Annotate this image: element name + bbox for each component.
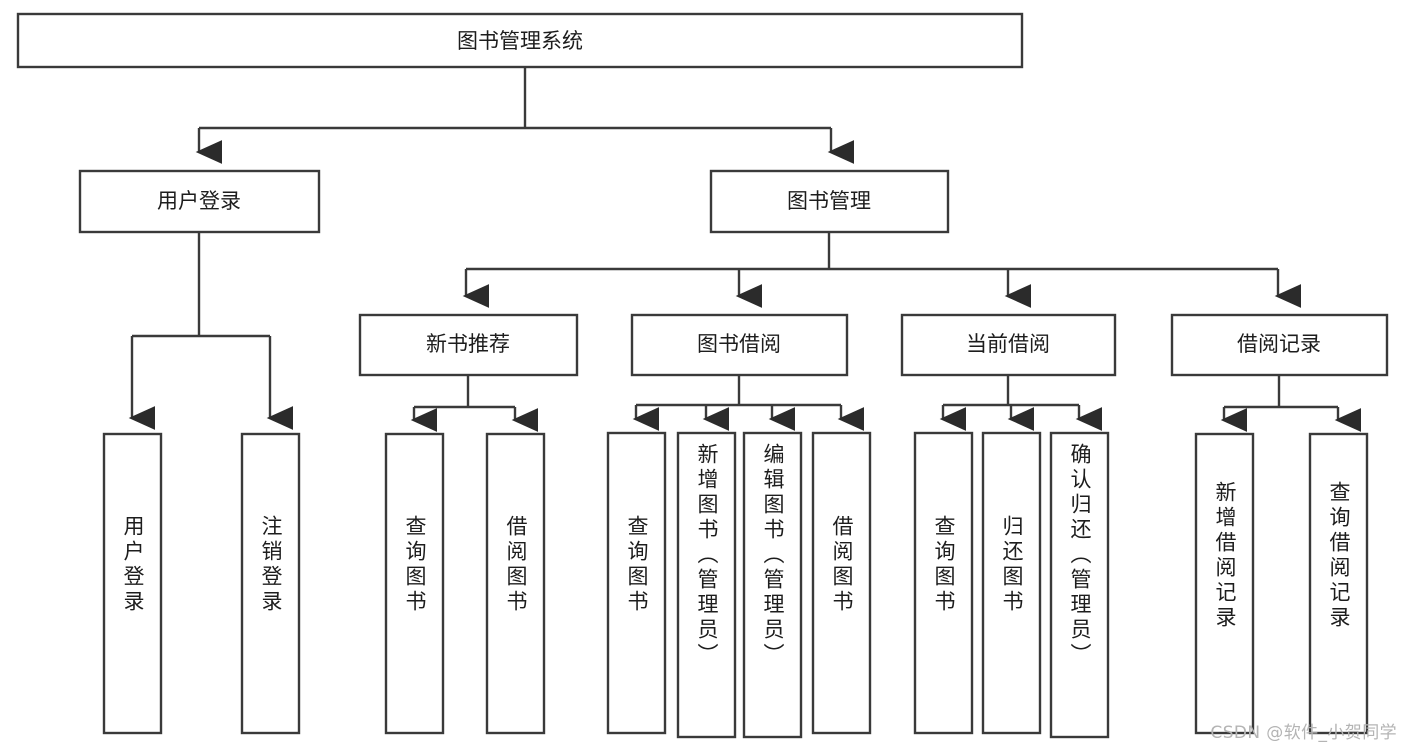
node-current-borrow-box[interactable] bbox=[900, 313, 1117, 377]
leaf-user-login-logout-box[interactable] bbox=[240, 432, 301, 735]
leaf-current-borrow-return[interactable]: 归还图书 bbox=[981, 431, 1042, 735]
leaf-current-borrow-return-box[interactable] bbox=[981, 431, 1042, 735]
node-root-box[interactable] bbox=[16, 12, 1024, 69]
node-root[interactable]: 图书管理系统 bbox=[16, 12, 1024, 69]
leaf-current-borrow-query-label: 查询图书 bbox=[932, 515, 956, 615]
leaf-borrow-record-query[interactable]: 查询借阅记录 bbox=[1308, 432, 1369, 735]
node-borrow-record[interactable]: 借阅记录 bbox=[1170, 313, 1389, 377]
connector-root-to-level2 bbox=[195, 67, 855, 164]
leaf-user-login-logout-label: 注销登录 bbox=[259, 515, 283, 615]
leaf-book-borrow-edit-label: 编辑图书（管理员） bbox=[761, 443, 785, 668]
node-current-borrow[interactable]: 当前借阅 bbox=[900, 313, 1117, 377]
leaf-current-borrow-return-label: 归还图书 bbox=[1000, 515, 1024, 615]
leaf-new-book-query[interactable]: 查询图书 bbox=[384, 432, 445, 735]
leaf-borrow-record-query-box[interactable] bbox=[1308, 432, 1369, 735]
node-new-book-recommend-label: 新书推荐 bbox=[426, 332, 510, 356]
leaf-current-borrow-confirm[interactable]: 确认归还（管理员） bbox=[1049, 431, 1110, 739]
node-current-borrow-label: 当前借阅 bbox=[966, 332, 1050, 356]
connector-user-login-to-leaves bbox=[128, 232, 294, 430]
leaf-borrow-record-query-label: 查询借阅记录 bbox=[1327, 481, 1351, 631]
leaf-book-borrow-query-label: 查询图书 bbox=[625, 515, 649, 615]
leaf-book-borrow-query[interactable]: 查询图书 bbox=[606, 431, 667, 735]
node-user-login-label: 用户登录 bbox=[157, 189, 241, 213]
node-book-borrow[interactable]: 图书借阅 bbox=[630, 313, 849, 377]
leaf-borrow-record-add-label: 新增借阅记录 bbox=[1213, 481, 1237, 631]
connector-borrow-record-to-leaves bbox=[1220, 375, 1362, 432]
leaf-book-borrow-edit-box[interactable] bbox=[742, 431, 803, 739]
node-book-management-label: 图书管理 bbox=[787, 189, 871, 213]
csdn-watermark: CSDN @软件_小贺同学 bbox=[1210, 723, 1397, 743]
leaf-current-borrow-query-box[interactable] bbox=[913, 431, 974, 735]
leaf-new-book-query-box[interactable] bbox=[384, 432, 445, 735]
leaf-book-borrow-borrow-label: 借阅图书 bbox=[830, 515, 854, 615]
leaf-borrow-record-add[interactable]: 新增借阅记录 bbox=[1194, 432, 1255, 735]
leaf-book-borrow-borrow-box[interactable] bbox=[811, 431, 872, 735]
node-book-management[interactable]: 图书管理 bbox=[709, 169, 950, 234]
node-new-book-recommend[interactable]: 新书推荐 bbox=[358, 313, 579, 377]
connector-book-management-to-level3 bbox=[462, 232, 1302, 308]
connector-book-borrow-to-leaves bbox=[632, 375, 865, 431]
leaf-book-borrow-add[interactable]: 新增图书（管理员） bbox=[676, 431, 737, 739]
leaf-new-book-query-label: 查询图书 bbox=[403, 515, 427, 615]
leaf-book-borrow-edit[interactable]: 编辑图书（管理员） bbox=[742, 431, 803, 739]
leaf-new-book-borrow-label: 借阅图书 bbox=[504, 515, 528, 615]
leaf-user-login-login[interactable]: 用户登录 bbox=[102, 432, 163, 735]
leaf-book-borrow-query-box[interactable] bbox=[606, 431, 667, 735]
leaf-book-borrow-add-box[interactable] bbox=[676, 431, 737, 739]
leaf-book-borrow-borrow[interactable]: 借阅图书 bbox=[811, 431, 872, 735]
node-user-login-box[interactable] bbox=[78, 169, 321, 234]
connector-current-borrow-to-leaves bbox=[939, 375, 1103, 431]
leaf-current-borrow-query[interactable]: 查询图书 bbox=[913, 431, 974, 735]
leaf-borrow-record-add-box[interactable] bbox=[1194, 432, 1255, 735]
leaf-new-book-borrow-box[interactable] bbox=[485, 432, 546, 735]
leaf-user-login-login-box[interactable] bbox=[102, 432, 163, 735]
leaf-user-login-logout[interactable]: 注销登录 bbox=[240, 432, 301, 735]
node-user-login[interactable]: 用户登录 bbox=[78, 169, 321, 234]
node-book-borrow-label: 图书借阅 bbox=[697, 332, 781, 356]
node-borrow-record-label: 借阅记录 bbox=[1237, 332, 1321, 356]
leaf-book-borrow-add-label: 新增图书（管理员） bbox=[695, 443, 719, 668]
node-root-label: 图书管理系统 bbox=[457, 29, 583, 53]
connector-new-book-recommend-to-leaves bbox=[410, 375, 539, 432]
leaf-user-login-login-label: 用户登录 bbox=[121, 515, 145, 615]
leaf-current-borrow-confirm-box[interactable] bbox=[1049, 431, 1110, 739]
leaf-new-book-borrow[interactable]: 借阅图书 bbox=[485, 432, 546, 735]
leaf-current-borrow-confirm-label: 确认归还（管理员） bbox=[1068, 443, 1092, 668]
node-new-book-recommend-box[interactable] bbox=[358, 313, 579, 377]
